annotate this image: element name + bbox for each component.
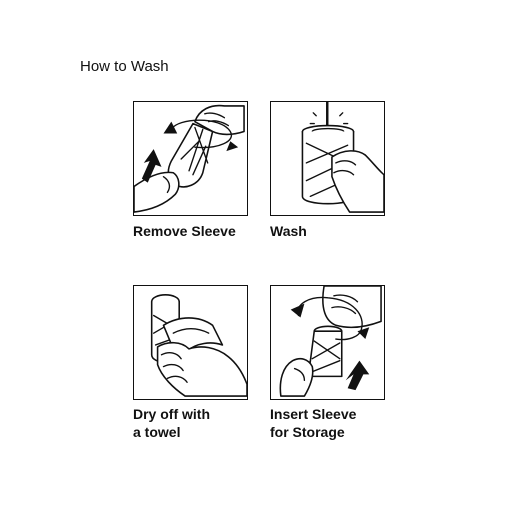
page-title: How to Wash (80, 58, 169, 75)
towel-dry-illustration (133, 285, 248, 400)
step-caption-remove-sleeve: Remove Sleeve (133, 223, 236, 239)
insert-sleeve-illustration (270, 285, 385, 400)
step-caption-insert-sleeve: Insert Sleeve for Storage (270, 406, 357, 440)
step-caption-wash: Wash (270, 223, 307, 239)
step-caption-towel-dry: Dry off with a towel (133, 406, 210, 440)
remove-sleeve-illustration (133, 101, 248, 216)
wash-illustration (270, 101, 385, 216)
